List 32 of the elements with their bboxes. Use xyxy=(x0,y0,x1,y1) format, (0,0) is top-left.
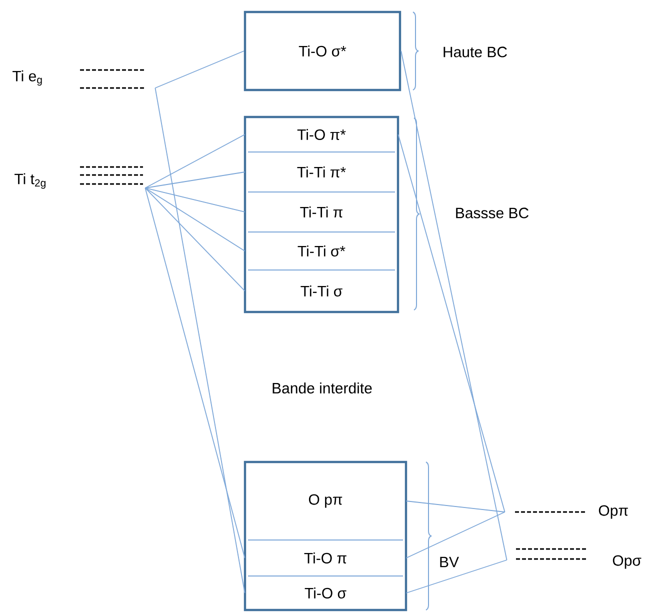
connector-line xyxy=(406,500,506,512)
energy-level: Ti e$_{g}$ xyxy=(12,69,145,89)
connector-line xyxy=(144,172,246,188)
energy-level: Opπ xyxy=(515,505,628,519)
connector-line xyxy=(144,188,246,292)
connector-line xyxy=(154,50,244,88)
band-label: BV xyxy=(440,556,459,568)
band-label: Bande interdite xyxy=(272,382,372,394)
connector-line xyxy=(144,134,246,188)
energy-level: Ti t$_{2g}$ xyxy=(14,166,143,189)
band-row: Ti-O π* xyxy=(297,129,346,140)
connector-line xyxy=(406,560,508,594)
band-row: O pπ xyxy=(308,494,342,508)
band-row: Ti-Ti π* xyxy=(297,166,346,178)
band-box xyxy=(244,116,400,314)
connector-line xyxy=(144,188,246,252)
connector-line xyxy=(398,134,506,512)
band-row: Ti-Ti σ xyxy=(300,286,342,296)
band-label: Bassse BC xyxy=(456,208,528,218)
connector-line xyxy=(406,512,506,558)
connector-line xyxy=(400,50,508,560)
connector-line xyxy=(144,188,246,212)
band-label: Haute BC xyxy=(444,46,507,58)
band-box xyxy=(244,460,408,612)
band-box: Ti-O σ* xyxy=(244,10,402,92)
energy-level: Opσ xyxy=(516,548,642,569)
band-row: Ti-Ti π xyxy=(300,206,343,218)
band-row: Ti-O π xyxy=(304,552,346,564)
connector-line xyxy=(144,188,246,558)
band-row: Ti-Ti σ* xyxy=(298,246,346,256)
connector-line xyxy=(154,88,246,594)
band-row: Ti-O σ xyxy=(304,587,346,598)
